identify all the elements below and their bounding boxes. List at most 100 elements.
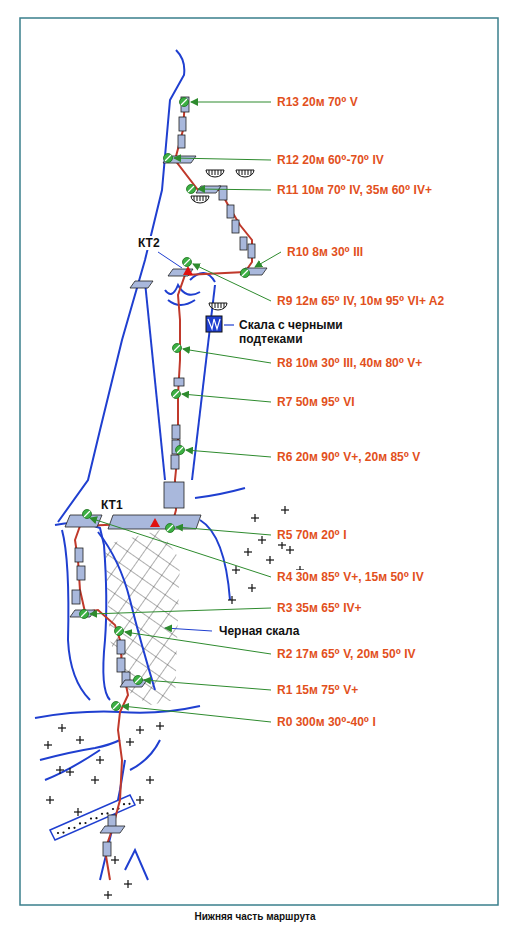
pitch-arrow	[198, 189, 271, 190]
belay-slash	[113, 703, 119, 709]
overhang-symbol	[191, 196, 209, 203]
belay-ledge	[100, 826, 125, 833]
scree-dot	[128, 803, 130, 805]
overhang-stroke	[224, 303, 225, 308]
pitch-box	[164, 482, 184, 508]
pitch-label: R12 20м 60⁰-70⁰ IV	[276, 153, 385, 167]
scree-dot	[68, 827, 70, 829]
scree-dot	[106, 812, 108, 814]
scree-dot	[112, 808, 114, 810]
streak-marks	[208, 319, 220, 329]
ridge-lines	[35, 50, 245, 880]
pitch-box	[178, 135, 185, 148]
cross-stroke	[149, 776, 150, 784]
cross-stroke	[251, 584, 252, 592]
belay-ledge	[130, 281, 153, 288]
pitch-boxes	[65, 97, 267, 856]
pitch-arrow	[122, 706, 271, 722]
pitch-arrow	[90, 518, 271, 577]
belay-slash	[84, 511, 90, 517]
belay-slash	[173, 391, 179, 397]
cross-stroke	[69, 768, 70, 776]
pitch-label: R13 20м 70⁰ V	[276, 95, 359, 109]
cross-stroke	[289, 546, 290, 554]
pitch-arrow	[193, 264, 271, 301]
pitch-label: R8 10м 30⁰ III, 40м 80⁰ V+	[276, 356, 423, 370]
belay-slash	[174, 345, 180, 351]
overhang-stroke	[203, 196, 204, 201]
pitch-box	[171, 455, 179, 469]
overhang-stroke	[251, 170, 252, 175]
belay-point	[134, 676, 143, 685]
pitch-label: R3 35м 65⁰ IV+	[276, 601, 363, 615]
pitch-box	[174, 378, 184, 386]
overhang-stroke	[221, 170, 222, 175]
pitch-label: R1 15м 75⁰ V+	[276, 683, 359, 697]
cross-stroke	[77, 808, 78, 816]
pitch-arrow	[90, 608, 271, 614]
cross-stroke	[159, 722, 160, 730]
cross-stroke	[59, 766, 60, 774]
pitch-box	[117, 658, 125, 672]
scree-dot	[57, 832, 59, 834]
cross-stroke	[99, 756, 100, 764]
pitch-label: R0 300м 30⁰-40⁰ I	[276, 715, 377, 729]
cross-stroke	[127, 880, 128, 888]
scree-band	[50, 795, 135, 840]
overhang-stroke	[245, 170, 246, 175]
belay-point	[166, 524, 175, 533]
feature-label: Черная скала	[218, 624, 300, 638]
belay-point	[173, 344, 182, 353]
belay-point	[172, 390, 181, 399]
pitch-box	[179, 117, 186, 131]
cross-stroke	[114, 856, 115, 864]
belay-slash	[181, 99, 187, 105]
cross-stroke	[61, 724, 62, 732]
pitch-box	[172, 425, 180, 439]
overhang-stroke	[218, 303, 219, 308]
belay-point	[112, 702, 121, 711]
cross-stroke	[79, 736, 80, 744]
belay-slash	[177, 447, 183, 453]
overhang-symbol	[206, 170, 224, 177]
pitch-box	[117, 640, 125, 654]
overhang-stroke	[209, 170, 210, 175]
cross-stroke	[129, 738, 130, 746]
belay-point	[187, 185, 196, 194]
cross-stroke	[247, 548, 248, 556]
belay-slash	[184, 259, 190, 265]
belay-point	[183, 258, 192, 267]
cross-stroke	[284, 506, 285, 514]
belay-point	[176, 446, 185, 455]
pitch-arrow	[176, 527, 271, 535]
overhang-stroke	[239, 170, 240, 175]
belay-point	[115, 627, 124, 636]
pitch-label: R11 10м 70⁰ IV, 35м 60⁰ IV+	[276, 183, 433, 197]
pitch-box	[75, 548, 83, 562]
pitch-arrow	[183, 349, 271, 363]
belay-slash	[167, 525, 173, 531]
belay-slash	[165, 155, 171, 161]
black-rock-leader	[165, 628, 212, 631]
scree-dot	[62, 832, 64, 834]
pitch-box	[77, 566, 85, 580]
cross-stroke	[139, 796, 140, 804]
scree-dot	[79, 822, 81, 824]
pitch-arrow	[191, 102, 271, 103]
scree-dot	[95, 817, 97, 819]
pitch-label: R2 17м 65⁰ V, 20м 50⁰ IV	[276, 647, 417, 661]
pitch-arrow	[174, 158, 271, 160]
belay-ledge	[108, 515, 201, 529]
cross-marks	[44, 506, 304, 899]
pitch-label: R5 70м 20⁰ I	[276, 528, 348, 542]
feature-label: КТ2	[137, 236, 161, 250]
feature-label: Скала с черными подтеками	[238, 318, 380, 346]
pitch-box	[72, 590, 80, 604]
scree-dot	[101, 813, 103, 815]
overhang-symbol	[236, 170, 254, 177]
pitch-box	[248, 244, 255, 258]
overhang-stroke	[197, 196, 198, 201]
pitch-label: R7 50м 95⁰ VI	[276, 395, 356, 409]
frame	[20, 18, 498, 905]
